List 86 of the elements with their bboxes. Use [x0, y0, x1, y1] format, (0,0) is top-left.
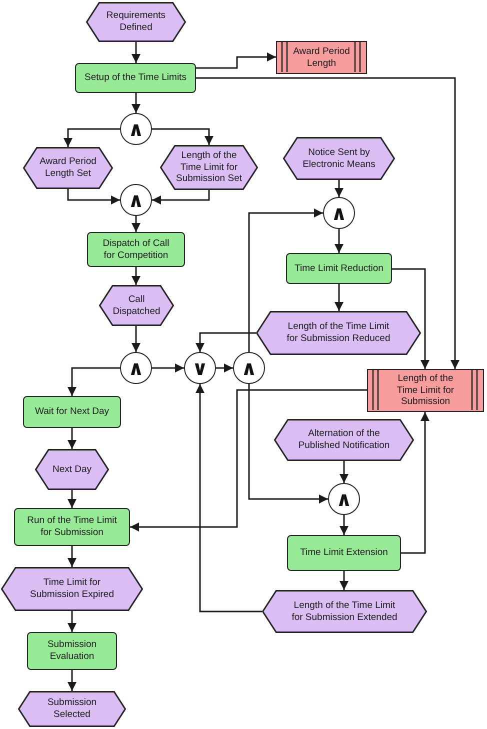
- event-hexagon: [86, 2, 186, 42]
- operator-symbol: ∨: [192, 358, 208, 378]
- connector-circle: [233, 352, 265, 384]
- arrow: [152, 364, 184, 372]
- arrow: [196, 384, 262, 612]
- operator-symbol: ∧: [128, 190, 144, 210]
- function-label: Setup of the Time Limits: [84, 72, 186, 84]
- event-hexagon: [283, 137, 395, 180]
- function-label: Wait for Next Day: [34, 406, 110, 418]
- event-label: Next Day: [52, 464, 92, 476]
- arrow: [152, 128, 214, 145]
- event-label: Alternation of the Published Notification: [297, 428, 391, 452]
- operator-symbol: ∧: [330, 203, 348, 223]
- arrow: [68, 367, 120, 396]
- operator-symbol: ∧: [336, 489, 352, 509]
- arrow: [67, 189, 120, 204]
- connector-circle: [120, 352, 152, 384]
- function-box: [87, 232, 185, 267]
- arrow: [334, 180, 344, 197]
- arrow: [132, 42, 140, 63]
- arrow: [340, 461, 348, 483]
- connector-circle: [120, 184, 152, 216]
- arrow: [132, 326, 140, 352]
- event-label: Length of the Time Limit for Submission Extended: [290, 600, 398, 624]
- arrow: [196, 52, 276, 69]
- event-label: Submission Selected: [46, 697, 98, 721]
- event-hexagon: [35, 449, 109, 490]
- event-label: Requirements Defined: [105, 10, 167, 34]
- function-box: [75, 63, 196, 93]
- function-label: Run of the Time Limit for Submission: [26, 515, 118, 539]
- connector-circle: [184, 352, 216, 384]
- arrow: [392, 268, 430, 369]
- event-hexagon: [23, 147, 113, 189]
- event-label: Length of the Time Limit for Submission Set: [174, 150, 243, 186]
- operator-symbol: ∧: [240, 358, 258, 378]
- event-hexagon: [262, 590, 427, 633]
- arrow: [132, 267, 140, 285]
- arrow: [401, 412, 430, 554]
- event-label: Notice Sent by Electronic Means: [302, 146, 376, 170]
- event-hexagon: [160, 145, 258, 190]
- arrow: [334, 284, 344, 311]
- operator-symbol: ∧: [128, 119, 144, 139]
- arrow: [68, 546, 76, 567]
- function-box: [286, 253, 392, 284]
- arrow: [64, 128, 120, 147]
- event-label: Award Period Length Set: [38, 156, 98, 180]
- arrow: [130, 389, 367, 532]
- event-hexagon: [274, 419, 414, 461]
- event-label: Time Limit for Submission Expired: [29, 577, 115, 601]
- arrow: [340, 515, 348, 535]
- arrow: [132, 216, 140, 232]
- operator-symbol: ∧: [128, 358, 144, 378]
- connector-circle: [120, 113, 152, 145]
- function-label: Time Limit Extension: [300, 547, 388, 559]
- arrow: [152, 190, 210, 204]
- function-label: Dispatch of Call for Competition: [102, 238, 170, 262]
- event-label: Length of the Time Limit for Submission Reduced: [286, 321, 392, 345]
- arrow: [68, 670, 76, 691]
- data-object-box: [276, 41, 367, 74]
- arrow: [248, 384, 328, 504]
- data-object-box: [367, 369, 484, 412]
- data-label: Length of the Time Limit for Submission: [396, 372, 456, 408]
- arrow: [216, 364, 233, 372]
- arrow: [68, 611, 76, 632]
- arrow: [248, 208, 323, 352]
- function-box: [27, 632, 117, 670]
- arrow: [196, 332, 256, 352]
- arrow: [68, 490, 76, 508]
- event-hexagon: [1, 567, 143, 611]
- event-label: Call Dispatched: [112, 294, 162, 318]
- connector-circle: [323, 197, 355, 229]
- arrow: [68, 428, 76, 449]
- arrow: [340, 571, 348, 590]
- function-box: [14, 508, 130, 546]
- function-label: Submission Evaluation: [46, 639, 98, 663]
- event-hexagon: [18, 691, 126, 727]
- event-hexagon: [256, 311, 421, 355]
- event-hexagon: [99, 285, 174, 326]
- arrow: [196, 77, 460, 369]
- function-box: [287, 535, 401, 571]
- arrow: [132, 93, 140, 113]
- data-label: Award Period Length: [292, 46, 351, 70]
- arrow: [334, 229, 344, 253]
- function-label: Time Limit Reduction: [294, 262, 384, 274]
- function-box: [23, 396, 121, 428]
- connector-circle: [328, 483, 360, 515]
